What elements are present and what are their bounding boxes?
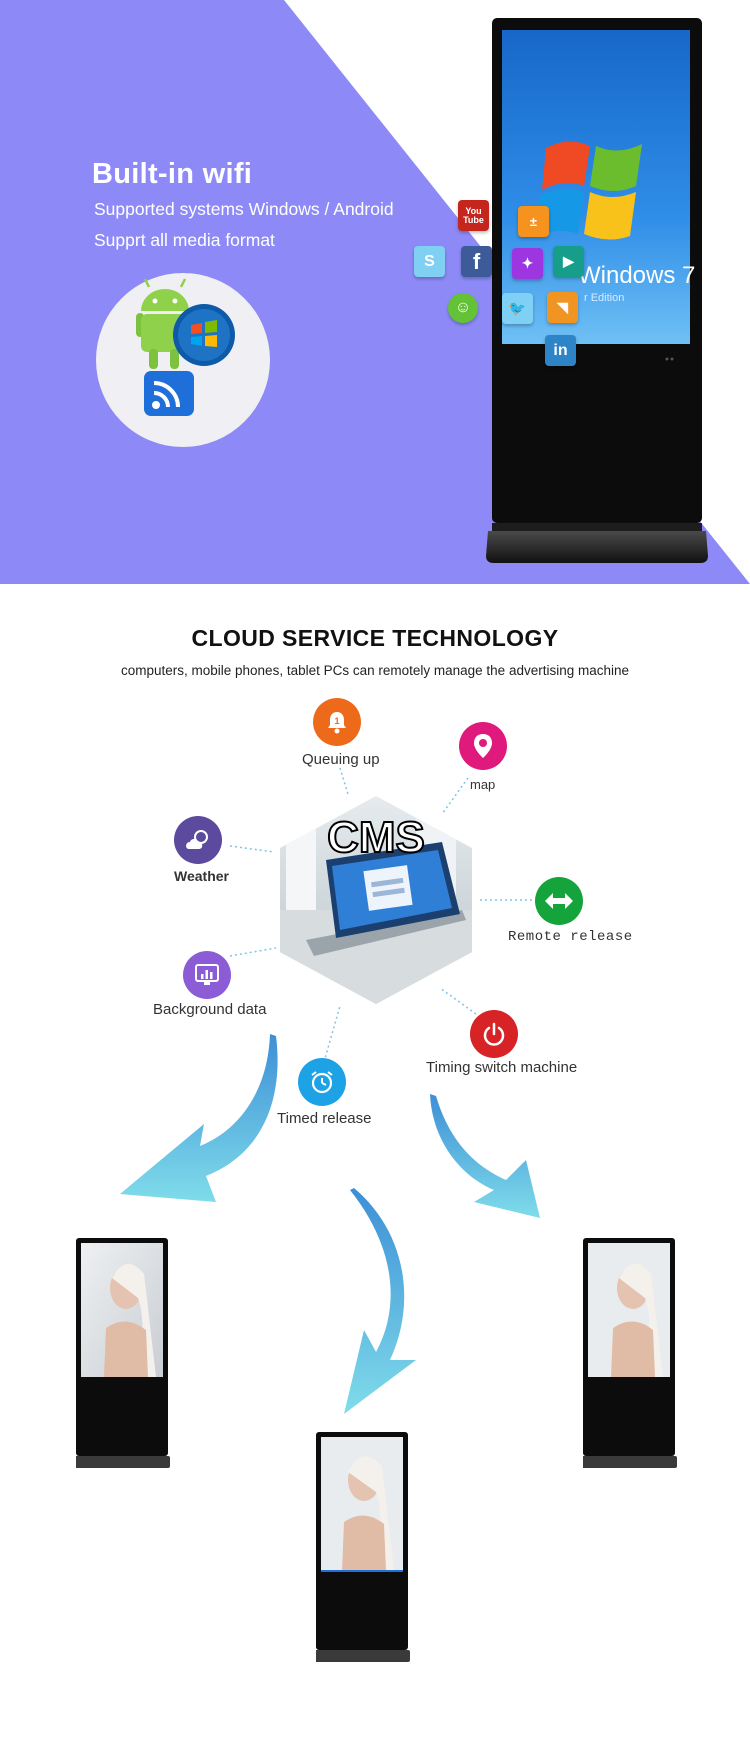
weather-icon <box>174 816 222 864</box>
kiosk-small-left <box>76 1238 170 1468</box>
weather-label: Weather <box>174 868 229 884</box>
queuing-label: Queuing up <box>302 751 380 768</box>
kiosk-base <box>486 531 708 563</box>
linkedin-icon: in <box>545 335 576 366</box>
facebook-icon: f <box>461 246 492 277</box>
queuing-icon: 1 <box>313 698 361 746</box>
cms-label: CMS <box>327 813 425 862</box>
timing-switch-label: Timing switch machine <box>426 1059 578 1076</box>
calculator-icon: ± <box>518 206 549 237</box>
video-player-icon: ▶ <box>553 246 584 277</box>
arrow-right <box>430 1094 540 1218</box>
twitter-icon: 🐦 <box>502 293 533 324</box>
arrow-center <box>344 1188 416 1414</box>
bluetooth-icon: ✦ <box>512 248 543 279</box>
background-data-icon <box>183 951 231 999</box>
hero-media-format: Supprt all media format <box>94 230 275 250</box>
windows-logo-icon <box>173 304 235 366</box>
background-data-label: Background data <box>153 1001 267 1018</box>
arrow-left <box>120 1034 278 1202</box>
cms-illustration: CMS <box>280 796 472 1004</box>
windows7-edition: r Edition <box>584 292 624 304</box>
os-illustration <box>96 273 270 447</box>
cloud-title: CLOUD SERVICE TECHNOLOGY <box>191 625 559 651</box>
hero-banner: Built-in wifi Supported systems Windows … <box>0 0 750 584</box>
hero-supported-systems: Supported systems Windows / Android <box>94 199 394 219</box>
windows7-text: Windows 7 <box>578 262 695 289</box>
map-pin-icon <box>459 722 507 770</box>
connector-lines <box>229 767 532 1063</box>
wifi-icon <box>144 371 194 416</box>
hero-title: Built-in wifi <box>92 158 253 190</box>
power-icon <box>470 1010 518 1058</box>
remote-release-label: Remote release <box>508 929 633 945</box>
chat-icon: ☺ <box>448 293 478 323</box>
alarm-clock-icon <box>298 1058 346 1106</box>
svg-text:1: 1 <box>334 716 339 726</box>
kiosk-large: Windows 7 r Edition <box>486 18 708 563</box>
timed-release-label: Timed release <box>277 1110 372 1127</box>
kiosk-small-center <box>316 1432 410 1662</box>
kiosk-small-right <box>583 1238 677 1468</box>
cloud-subtitle: computers, mobile phones, tablet PCs can… <box>120 663 630 678</box>
distribution-arrows <box>120 1034 540 1414</box>
youtube-icon: You Tube <box>458 200 489 231</box>
rss-icon: ◥ <box>547 292 578 323</box>
map-label: map <box>470 777 496 792</box>
skype-icon: S <box>414 246 445 277</box>
remote-release-icon <box>535 877 583 925</box>
